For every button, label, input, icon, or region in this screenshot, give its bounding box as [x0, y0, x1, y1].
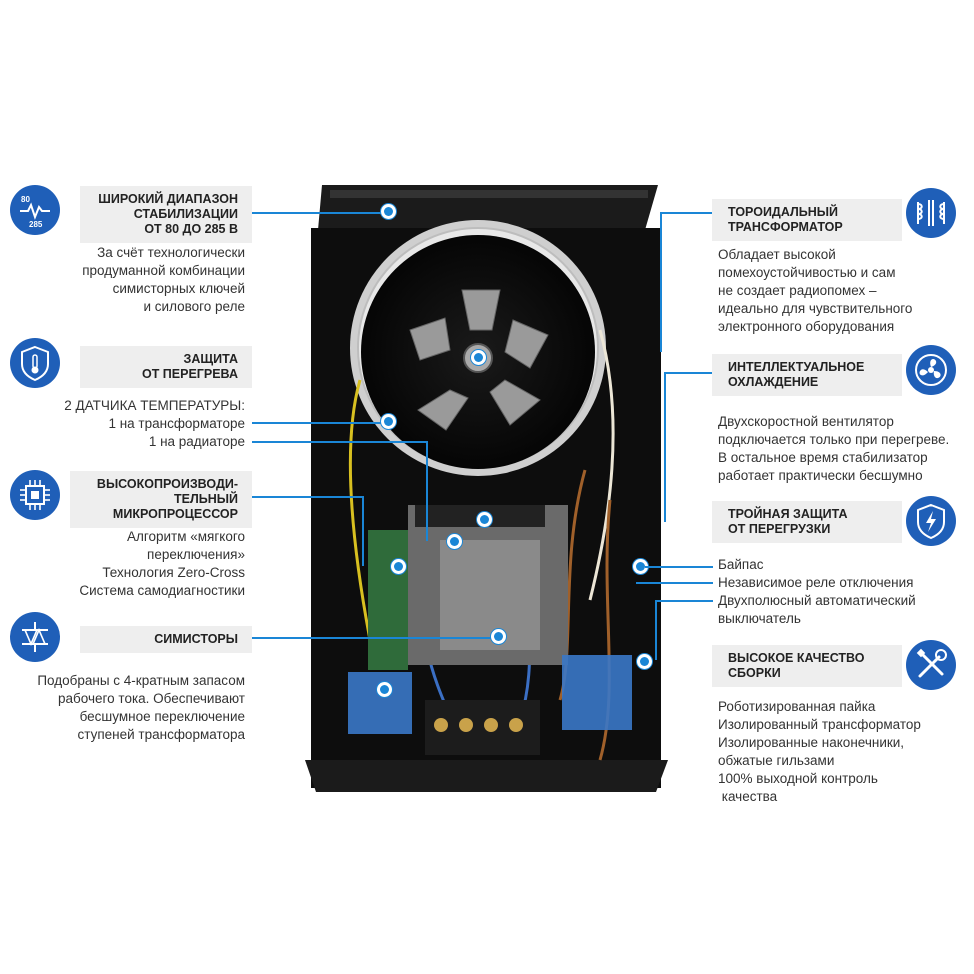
feature-title-overheat: ЗАЩИТА ОТ ПЕРЕГРЕВА	[80, 346, 252, 388]
feature-title-wide-range: ШИРОКИЙ ДИАПАЗОН СТАБИЛИЗАЦИИ ОТ 80 ДО 2…	[80, 186, 252, 243]
feature-title-microprocessor: ВЫСОКОПРОИЗВОДИ- ТЕЛЬНЫЙ МИКРОПРОЦЕССОР	[70, 471, 252, 528]
connector-line	[645, 566, 713, 568]
voltage-range-icon: 80 285	[10, 185, 60, 235]
feature-desc-wide-range: За счёт технологически продуманной комби…	[82, 245, 245, 314]
feature-title-triacs: СИМИСТОРЫ	[80, 626, 252, 653]
connector-line	[252, 212, 390, 214]
connector-line	[660, 212, 712, 214]
connector-line	[252, 496, 362, 498]
feature-title-transformer: ТОРОИДАЛЬНЫЙ ТРАНСФОРМАТОР	[712, 199, 902, 241]
svg-text:285: 285	[29, 220, 43, 229]
feature-title-quality: ВЫСОКОЕ КАЧЕСТВО СБОРКИ	[712, 645, 902, 687]
connector-dot	[494, 632, 503, 641]
feature-desc-cooling: Двухскоростной вентилятор подключается т…	[718, 414, 950, 483]
feature-desc-overload: Байпас Независимое реле отключения Двухп…	[718, 557, 916, 626]
connector-line	[655, 600, 657, 660]
feature-title-overload: ТРОЙНАЯ ЗАЩИТА ОТ ПЕРЕГРУЗКИ	[712, 501, 902, 543]
feature-desc-transformer: Обладает высокой помехоустойчивостью и с…	[718, 247, 913, 334]
microchip-icon	[10, 470, 60, 520]
connector-dot	[450, 537, 459, 546]
connector-dot	[474, 353, 483, 362]
feature-desc-microprocessor: Алгоритм «мягкого переключения» Технолог…	[79, 529, 245, 598]
connector-dot	[394, 562, 403, 571]
feature-desc-overheat: 2 ДАТЧИКА ТЕМПЕРАТУРЫ: 1 на трансформато…	[64, 398, 245, 449]
connector-dot	[384, 417, 393, 426]
connector-line	[664, 372, 712, 374]
feature-title-cooling: ИНТЕЛЛЕКТУАЛЬНОЕ ОХЛАЖДЕНИЕ	[712, 354, 902, 396]
fan-icon	[906, 345, 956, 395]
thermometer-shield-icon	[10, 338, 60, 388]
connector-line	[252, 637, 497, 639]
connector-line	[362, 496, 364, 566]
feature-desc-quality: Роботизированная пайка Изолированный тра…	[718, 699, 921, 804]
transformer-icon	[906, 188, 956, 238]
connector-line	[252, 441, 427, 443]
feature-desc-triacs: Подобраны с 4-кратным запасом рабочего т…	[37, 673, 245, 742]
connector-line	[426, 441, 428, 541]
tools-icon	[906, 640, 956, 690]
connector-line	[660, 212, 662, 352]
connector-dot	[384, 207, 393, 216]
lightning-shield-icon	[906, 496, 956, 546]
connector-line	[636, 582, 713, 584]
connector-dot	[380, 685, 389, 694]
triac-icon	[10, 612, 60, 662]
connector-dot	[480, 515, 489, 524]
connector-dot	[640, 657, 649, 666]
connector-dot	[636, 562, 645, 571]
connector-line	[664, 372, 666, 522]
connector-line	[655, 600, 713, 602]
svg-text:80: 80	[21, 195, 30, 204]
connector-line	[252, 422, 390, 424]
